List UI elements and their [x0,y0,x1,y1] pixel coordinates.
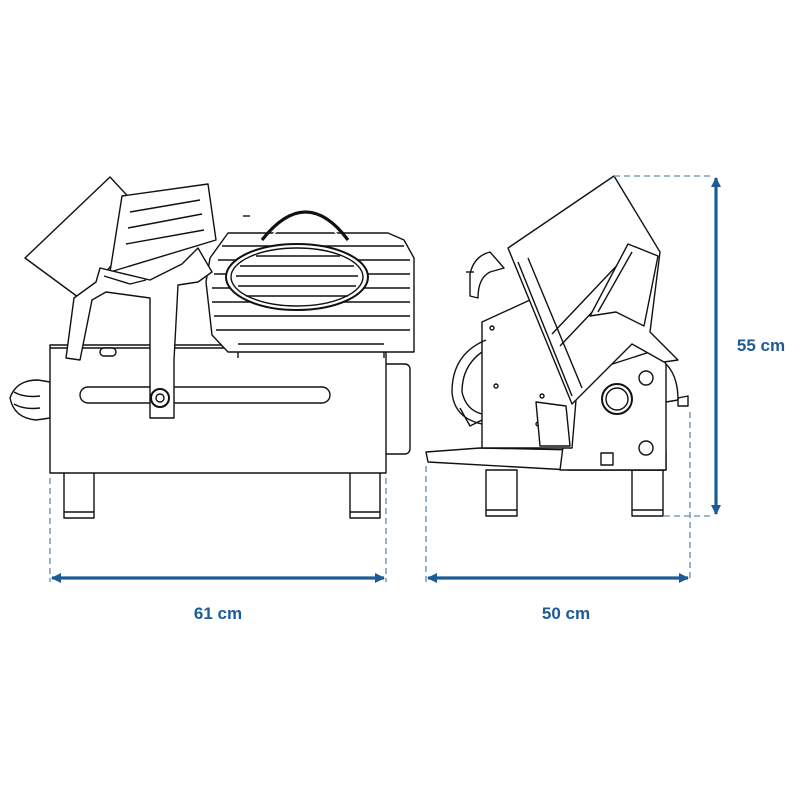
side-leg-back [631,469,664,517]
front-leg-left [63,471,95,519]
side-leg-front [485,469,518,517]
height-label: 55 cm [736,336,786,355]
width-label: 61 cm [193,604,243,623]
dimension-guides [49,175,712,582]
front-view-slicer [9,176,415,519]
dimension-arrows [51,177,721,583]
front-rail-slot [79,386,331,404]
front-knob [9,379,51,421]
depth-label: 50 cm [541,604,591,623]
front-base [49,344,387,474]
front-leg-right [349,471,381,519]
side-view-slicer [425,175,689,517]
side-pusher-hook [469,251,505,299]
front-top-handle [260,210,350,241]
side-blade-disc [451,339,487,425]
front-pusher-front-plate [109,183,217,273]
side-pusher-arm [589,243,659,327]
front-carriage-arm [65,247,213,419]
